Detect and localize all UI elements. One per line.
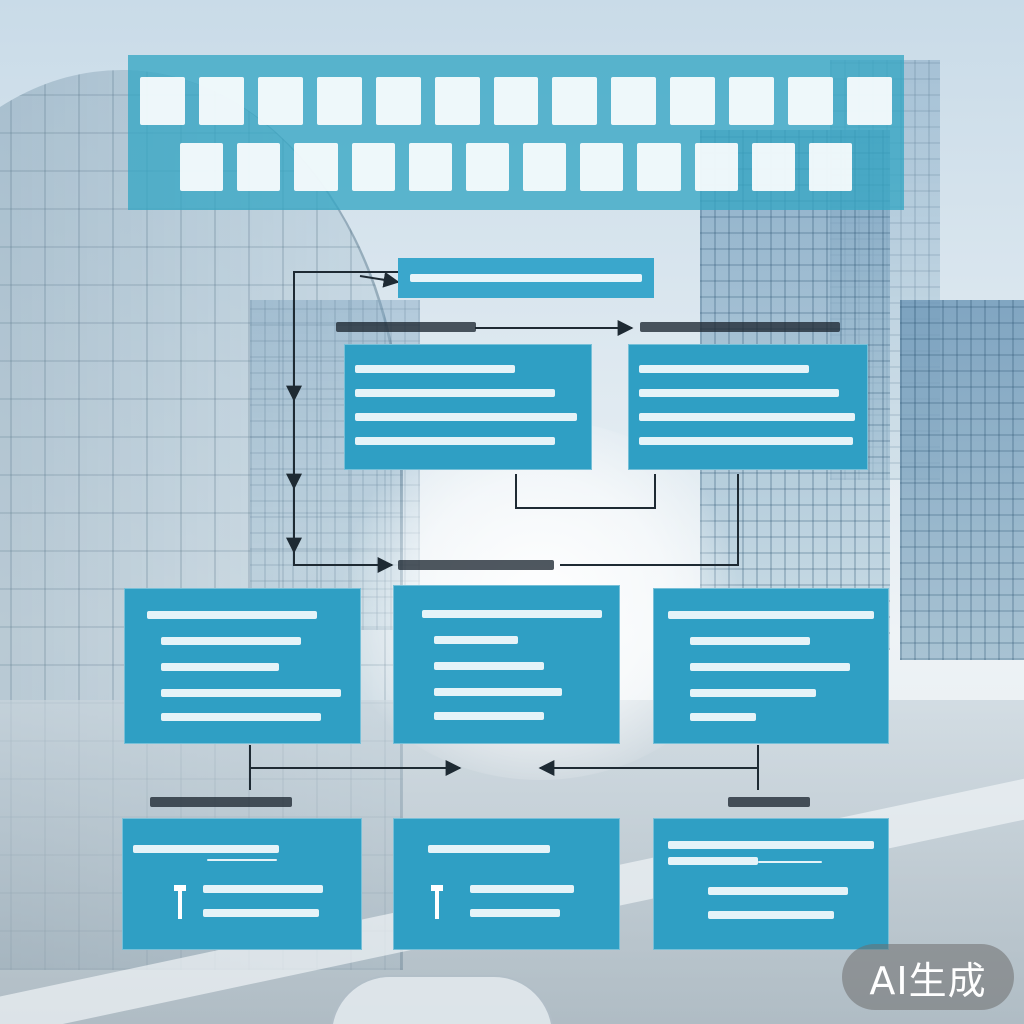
title-banner [128, 55, 904, 210]
skyscraper [900, 300, 1024, 660]
node-label [398, 560, 554, 570]
hook-icon [174, 885, 186, 919]
flow-node-2-right [653, 588, 889, 744]
node-label [336, 322, 476, 332]
flow-node-1-left [344, 344, 592, 470]
flow-header-box [398, 258, 654, 298]
flow-node-1-right [628, 344, 868, 470]
flow-node-3-left [122, 818, 362, 950]
connector-bracket [515, 474, 656, 509]
connector-loop-left [293, 271, 398, 573]
car-roof [330, 975, 554, 1024]
subtitle-line [140, 143, 892, 191]
connector-right-descender [560, 474, 739, 566]
hook-icon [431, 885, 443, 919]
node-label [150, 797, 292, 807]
flow-node-2-left [124, 588, 361, 744]
title-line [140, 77, 892, 125]
node-label [640, 322, 840, 332]
flow-node-3-right [653, 818, 889, 950]
node-label [728, 797, 810, 807]
connector-header-tip [359, 271, 400, 288]
flow-node-3-middle [393, 818, 620, 950]
ai-generated-watermark: AI生成 [842, 944, 1014, 1010]
flow-node-2-middle [393, 585, 620, 744]
